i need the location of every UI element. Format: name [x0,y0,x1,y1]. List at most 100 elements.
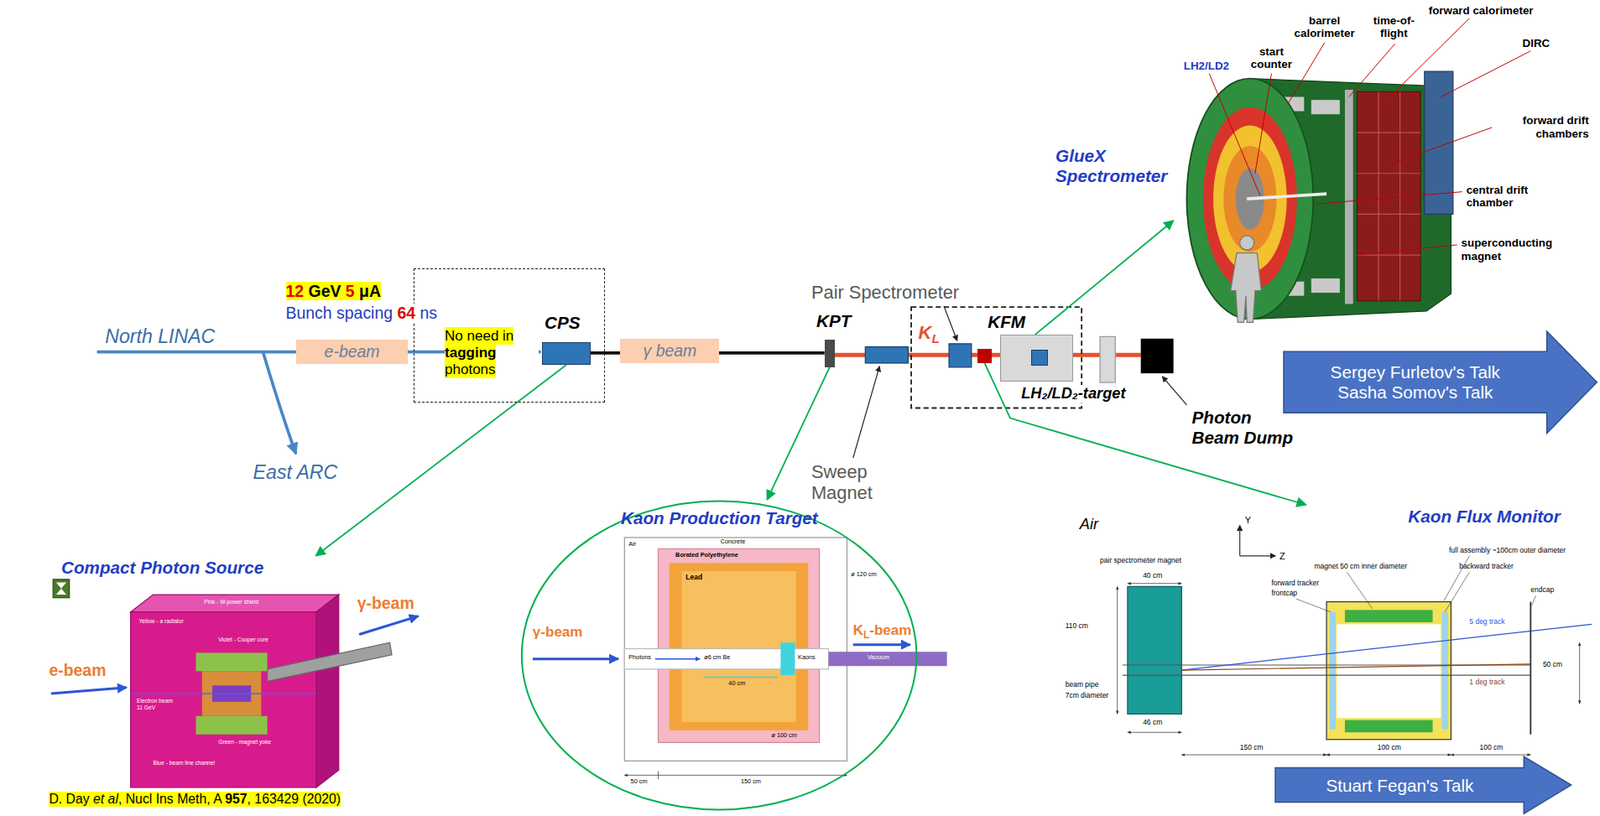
flux-monitor-illustration [1344,609,1434,623]
photon-source-illustration [52,579,69,599]
connector-arrow [315,364,566,557]
target-illustration [532,537,948,780]
detector-illustration [1392,127,1492,164]
reference: D. Day et al, Nucl Ins Meth, A 957, 1634… [48,792,341,808]
flux-monitor-illustration [1181,755,1327,756]
flux-monitor-illustration [1127,732,1182,734]
arrow-shape [1283,331,1597,434]
photon-source-illustration [267,642,392,682]
detector-illustration [1240,235,1255,251]
flux-monitor-illustration [1326,602,1451,741]
detector-illustration [1311,99,1340,115]
flux-monitor-illustration [1346,572,1372,610]
node-text: Kaon Flux Monitor [1407,506,1560,527]
part-note: Air [628,541,636,548]
talk-arrow: Sergey Furletov's TalkSasha Somov's Talk [1283,331,1597,434]
dimension: 50 cm [1542,661,1563,670]
part-note: endcap [1530,586,1554,595]
part-note: full assembly ~100cm outer diameter [1448,547,1566,556]
flux-monitor-illustration [1441,612,1448,730]
target-illustration [780,642,795,676]
arrow-text-area: Sergey Furletov's TalkSasha Somov's Talk [1283,352,1548,414]
text-area: γ beam [620,338,720,364]
beamline [263,353,297,454]
node-text: γ beam [643,341,698,360]
target-illustration [681,571,796,723]
leader-line [943,306,958,341]
photon-source-illustration [130,612,317,788]
photon-source-illustration [51,579,419,788]
part-label: Pair Spectrometer [811,281,959,303]
flux-monitor-illustration [1127,586,1182,715]
dimension: 100 cm [1377,744,1402,753]
flux-monitor-illustration [1450,755,1531,756]
detector-panel: GlueX Spectrometer [1173,0,1460,325]
part-note: Air [1079,515,1099,534]
detector-illustration [1316,192,1463,205]
beam-label: KL-beam [853,622,913,642]
part-note: Photons [628,654,652,662]
beamline [1141,338,1174,374]
target-illustration [624,537,847,761]
part-note: Green - magnet yoke [218,739,272,746]
target-illustration [655,658,701,660]
detector-illustration [1357,244,1458,256]
part-note: pair spectrometer magnet [1099,557,1182,566]
talk-arrow: Stuart Fegan's Talk [1275,756,1572,814]
flux-monitor-illustration [1336,624,1441,719]
part-note: magnet 50 cm inner diameter [1313,562,1408,572]
node-text: e-beam [324,342,381,361]
monitor-block: KFM [977,349,992,364]
node-text: Compact Photon Source [61,557,264,579]
dimension: 46 cm [1142,719,1163,728]
beam-label: γ-beam [532,624,584,642]
node-text: LH₂/LD₂-target [1021,385,1126,403]
node-text: Sasha Somov's Talk [1337,382,1493,403]
target-illustration [624,649,829,670]
flux-monitor-illustration [1127,583,1182,584]
dimension: ø 120 cm [850,571,876,579]
text-run: tagging [444,344,496,361]
part-note: Electron beam 11 GeV [136,698,176,711]
detector-illustration [1209,18,1531,256]
target-illustration [853,643,911,647]
text-patch: No need in tagging photons [444,328,539,378]
photon-source-illustration [56,582,67,595]
node-text: CPS [544,312,581,334]
beam-label: KL [918,322,940,347]
detector-illustration [1440,51,1531,98]
flux-monitor-illustration [1117,525,1593,756]
detector-illustration [1209,73,1261,197]
leader-line [853,306,1188,459]
text-run: 64 [396,303,416,323]
flux-monitor-illustration [1529,602,1532,735]
place-label: North LINAC [104,325,215,349]
flux-monitor-illustration [1240,555,1277,557]
flux-monitor-illustration [1116,586,1118,715]
part-note: Yellow - a radiator [138,618,183,626]
target-cell [1031,349,1048,366]
part-note: Kaons [797,654,816,662]
part-note: forward tracker [1271,579,1319,589]
connector-arrow [985,363,1307,506]
dimension: 150 cm [740,778,761,786]
beamline [948,343,972,368]
part-label: Sweep Magnet [811,461,893,504]
text-area: e-beam [296,339,409,365]
part-note: Borated Polyethylene [675,552,739,559]
flux-monitor-illustration [1122,675,1531,677]
part-label: LH2/LD2 [1183,59,1230,73]
leader-line [853,366,881,459]
part-label: superconducting magnet [1461,236,1564,263]
photon-source-illustration [130,693,317,694]
connector-arrow [1035,220,1174,335]
photon-source-illustration [130,594,339,613]
beam-parameter: 12 GeV 5 μA [286,281,381,301]
track-label: 5 deg track [1469,618,1505,627]
detector-illustration [1311,278,1340,293]
text-run: 5 [345,281,355,301]
part-note: backward tracker [1459,562,1514,572]
highlighted-text: No need in tagging photons [444,327,514,378]
flux-monitor-illustration [1239,525,1241,556]
